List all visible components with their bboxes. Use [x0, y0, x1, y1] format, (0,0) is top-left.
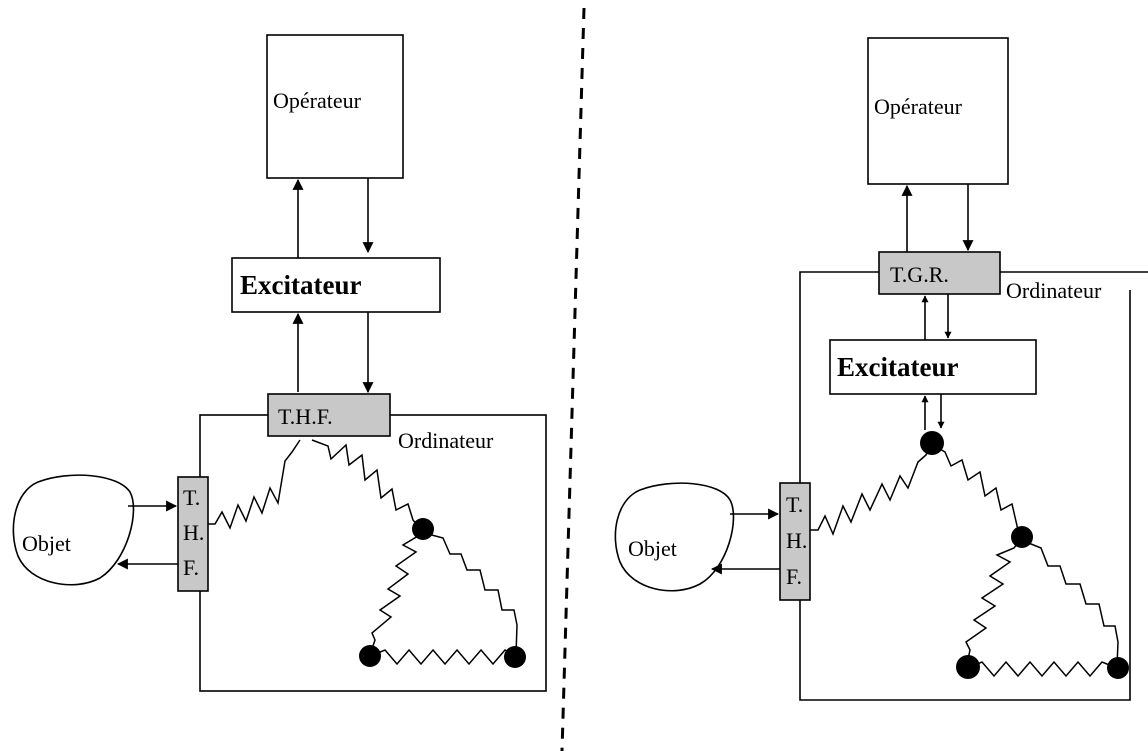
right-spring-3 [965, 539, 1021, 665]
right-spring-5 [969, 660, 1118, 678]
right-object-label: Objet [628, 536, 677, 561]
left-node-bottom-right [504, 646, 526, 668]
right-thf-side-t: T. [786, 492, 803, 517]
left-exciter-box [231, 257, 441, 313]
right-computer-frame [799, 271, 1131, 701]
left-spring-5 [372, 648, 516, 666]
left-operator-box [266, 34, 404, 179]
left-thf-top-box [267, 393, 391, 437]
right-spring-4 [1025, 541, 1119, 667]
left-computer-label: Ordinateur [398, 428, 494, 453]
right-computer-label: Ordinateur [1006, 278, 1102, 303]
left-thf-top-label: T.H.F. [278, 404, 333, 429]
left-thf-side-t: T. [183, 485, 200, 510]
right-node-top [920, 431, 944, 455]
left-spring-1 [208, 439, 301, 530]
right-spring-2 [932, 444, 1023, 537]
left-spring-2 [311, 439, 419, 527]
right-exciter-label: Excitateur [837, 352, 958, 382]
left-spring-3 [370, 529, 424, 653]
separator-line [560, 7, 586, 751]
left-object-shape [12, 474, 135, 586]
left-node-bottom-left [359, 645, 381, 667]
right-thf-side-h: H. [786, 528, 807, 553]
left-thf-side-box [177, 476, 209, 592]
right-spring-1 [810, 444, 932, 537]
right-diagram: Opérateur T.G.R. Ordinateur Excitateur T… [614, 37, 1148, 701]
right-tgr-box [878, 251, 1001, 295]
right-thf-side-box [779, 482, 811, 601]
left-spring-4 [427, 533, 518, 656]
right-node-mid [1011, 526, 1033, 548]
right-tgr-label: T.G.R. [890, 262, 949, 287]
right-object-shape [614, 482, 735, 592]
left-object-label: Objet [22, 531, 71, 556]
right-operator-label: Opérateur [874, 94, 963, 119]
right-node-bottom-right [1107, 657, 1129, 679]
left-thf-side-f: F. [183, 555, 199, 580]
left-node-top [412, 518, 434, 540]
left-operator-label: Opérateur [273, 88, 362, 113]
left-thf-side-h: H. [183, 520, 204, 545]
right-thf-side-f: F. [786, 564, 802, 589]
right-node-bottom-left [956, 655, 980, 679]
right-exciter-box [829, 339, 1037, 395]
left-diagram: Opérateur Excitateur T.H.F. Ordinateur T… [12, 34, 547, 692]
right-operator-box [867, 37, 1009, 185]
left-exciter-label: Excitateur [240, 270, 361, 300]
